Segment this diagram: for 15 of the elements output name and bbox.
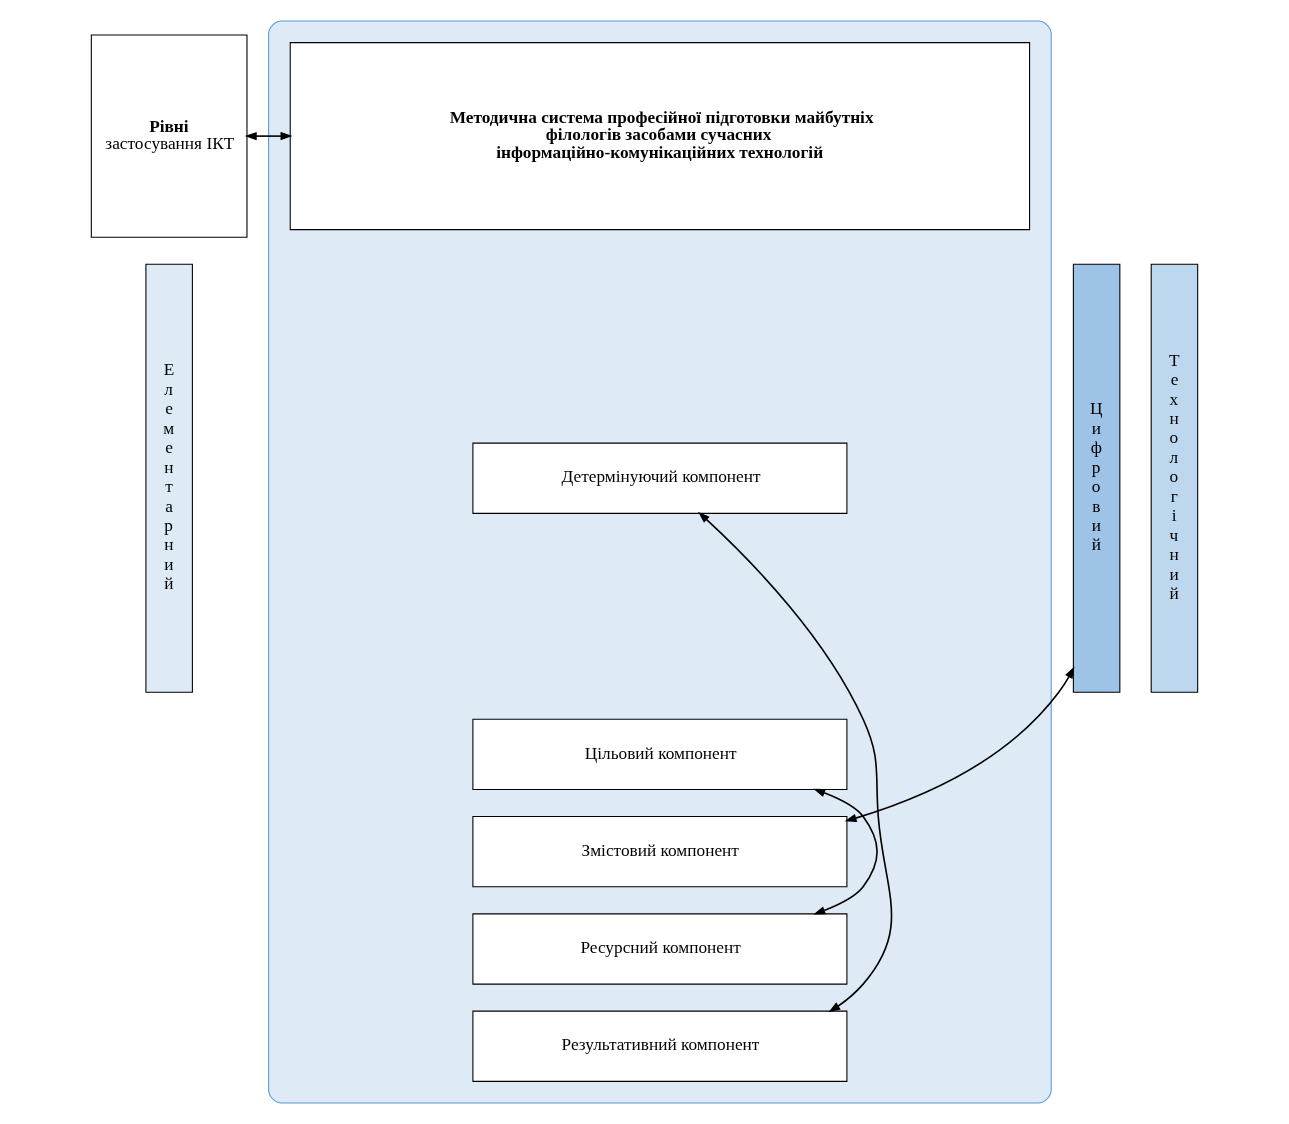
node-box: Змістовий компонент <box>472 816 848 888</box>
node-box: Рівні застосування ІКТ <box>90 34 248 238</box>
node-box: Детермінуючий компонент <box>472 442 848 514</box>
node-box: Ресурсний компонент <box>472 913 848 985</box>
node-box: Елементарний <box>145 263 193 693</box>
arrow <box>844 666 1075 822</box>
node-box: Методична система професійної підготовки майбутніх філологів засобами сучасних інформаційно-комунікаційних технологій <box>289 42 1031 231</box>
arrow <box>244 131 293 141</box>
node-box: Цифровий <box>1072 263 1121 693</box>
arrow <box>698 511 893 1013</box>
cluster <box>268 20 1052 1104</box>
arrow <box>813 788 878 915</box>
node-box: Цільовий компонент <box>472 718 848 791</box>
node-box: Технологічний <box>1150 263 1199 693</box>
node-box: Результативний компонент <box>472 1010 848 1082</box>
